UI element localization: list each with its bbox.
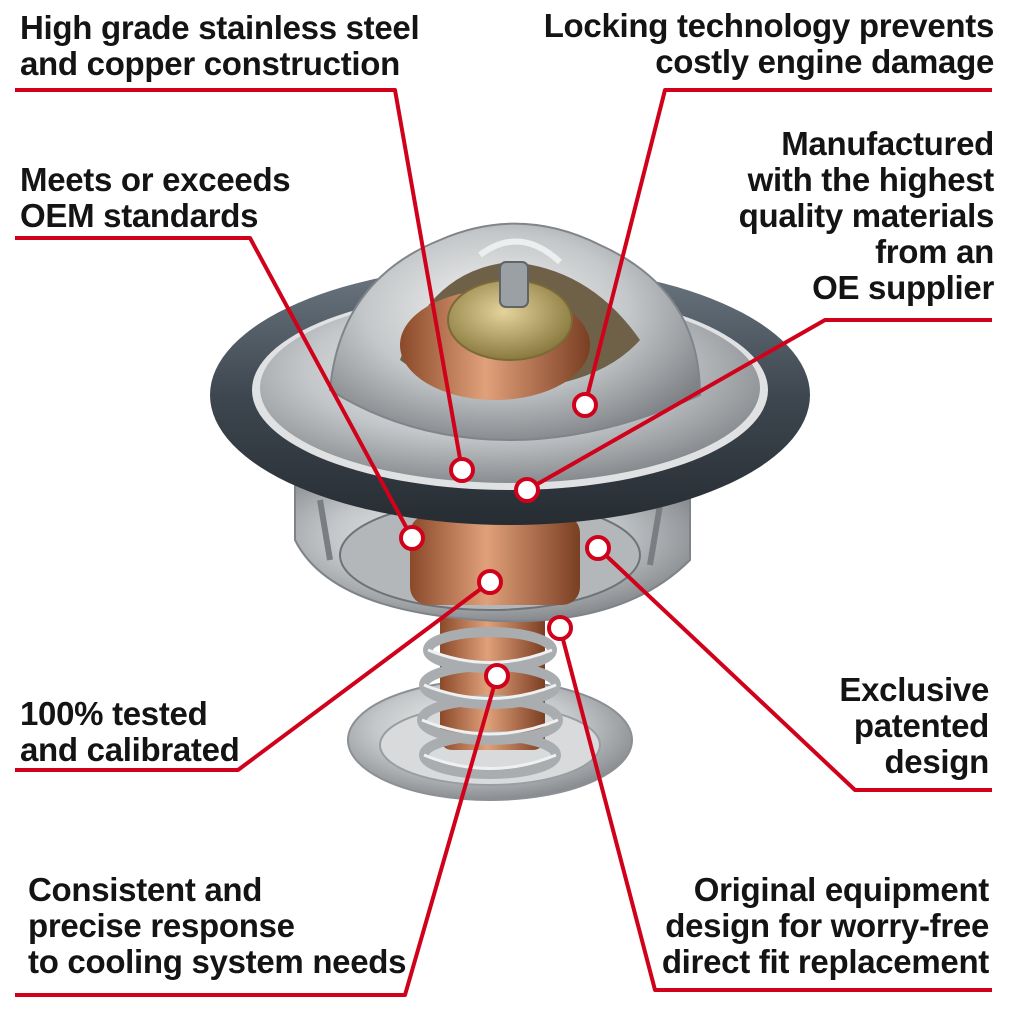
callout-original: Original equipment design for worry-free… — [661, 871, 989, 980]
callout-consistent: Consistent and precise response to cooli… — [28, 871, 407, 980]
leader-oem — [15, 236, 414, 539]
leader-tested — [15, 580, 492, 772]
leader-locking — [583, 88, 992, 406]
leader-exclusive — [596, 546, 992, 792]
callout-dot-oem — [399, 525, 425, 551]
callout-manufactured: Manufactured with the highest quality ma… — [738, 125, 995, 306]
callout-oem: Meets or exceeds OEM standards — [20, 161, 291, 234]
callout-stainless: High grade stainless steel and copper co… — [20, 9, 420, 82]
leader-stainless — [15, 88, 464, 471]
callout-dot-tested — [477, 569, 503, 595]
valve-pin — [499, 261, 529, 308]
callout-dot-consistent — [484, 663, 510, 689]
leader-original — [558, 627, 992, 992]
callout-dot-exclusive — [585, 535, 611, 561]
callout-dot-manufactured — [514, 477, 540, 503]
callout-tested: 100% tested and calibrated — [20, 695, 240, 768]
leader-consistent — [15, 675, 499, 997]
callout-locking: Locking technology prevents costly engin… — [543, 7, 995, 80]
callout-dot-stainless — [449, 457, 475, 483]
leader-manufactured — [526, 318, 992, 492]
callout-dot-locking — [572, 392, 598, 418]
callout-exclusive: Exclusive patented design — [839, 671, 989, 780]
callout-dot-original — [547, 615, 573, 641]
